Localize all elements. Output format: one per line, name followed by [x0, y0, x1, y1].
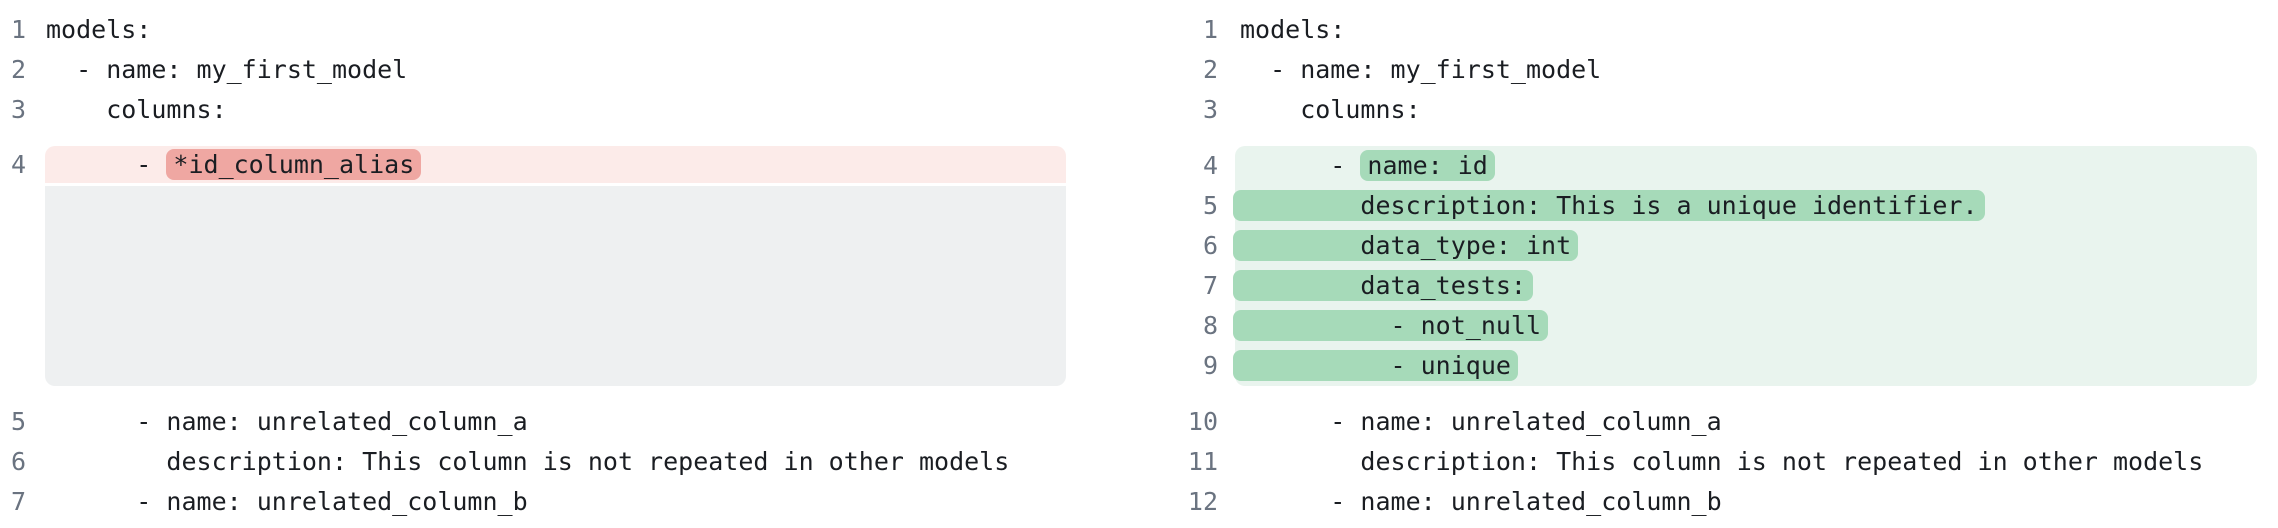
code-line: 6 description: This column is not repeat…	[0, 442, 1139, 482]
line-number: 1	[10, 15, 26, 44]
line-number: 2	[10, 55, 26, 84]
line-number: 7	[10, 487, 26, 516]
code-line: 1 models:	[1139, 10, 2278, 50]
code-text-prefix: -	[1240, 151, 1361, 180]
line-number: 1	[1202, 15, 1218, 44]
line-number: 2	[1202, 55, 1218, 84]
diff-panel-after: 1 models: 2 - name: my_first_model 3 colu…	[1139, 0, 2278, 522]
diff-removed-line: 4 - *id_column_alias	[0, 146, 1139, 183]
diff-added-line: 4 - name: id	[1139, 146, 2278, 186]
code-line: 3 columns:	[1139, 90, 2278, 130]
code-line: 3 columns:	[0, 90, 1139, 130]
collapsed-filler-block	[45, 186, 1066, 386]
diff-added-line: 6 data_type: int	[1139, 226, 2278, 266]
diff-added-line: 8 - not_null	[1139, 306, 2278, 346]
added-hunk: 4 - name: id 5 description: This is a un…	[1139, 146, 2278, 386]
code-line: 12 - name: unrelated_column_b	[1139, 482, 2278, 522]
code-text: - not_null	[1233, 306, 2257, 346]
diff-added-line: 5 description: This is a unique identifi…	[1139, 186, 2278, 226]
added-token: data_type: int	[1233, 230, 1579, 261]
code-text-prefix: -	[46, 150, 167, 179]
diff-added-line: 7 data_tests:	[1139, 266, 2278, 306]
added-token: name: id	[1360, 150, 1495, 181]
code-line: 10 - name: unrelated_column_a	[1139, 402, 2278, 442]
code-text: - name: unrelated_column_a	[1240, 407, 1722, 436]
code-line: 1 models:	[0, 10, 1139, 50]
code-text: columns:	[46, 95, 227, 124]
diff-added-line: 9 - unique	[1139, 346, 2278, 386]
line-number: 6	[10, 447, 26, 476]
code-text: data_tests:	[1233, 266, 2257, 306]
code-text: models:	[1240, 15, 1346, 44]
added-token: description: This is a unique identifier…	[1233, 190, 1985, 221]
line-number: 8	[1202, 311, 1218, 340]
code-text: data_type: int	[1233, 226, 2257, 266]
code-line: 5 - name: unrelated_column_a	[0, 402, 1139, 442]
removed-hunk: 4 - *id_column_alias	[0, 146, 1139, 386]
line-number: 9	[1202, 351, 1218, 380]
code-text: - name: unrelated_column_b	[1240, 487, 1722, 516]
added-token: data_tests:	[1233, 270, 1533, 301]
code-text: columns:	[1240, 95, 1421, 124]
code-line: 11 description: This column is not repea…	[1139, 442, 2278, 482]
code-text: - name: unrelated_column_a	[46, 407, 528, 436]
code-line: 7 - name: unrelated_column_b	[0, 482, 1139, 522]
line-number: 4	[10, 150, 26, 179]
removed-token: *id_column_alias	[166, 149, 422, 180]
line-number: 4	[1202, 151, 1218, 180]
line-number: 5	[10, 407, 26, 436]
code-text: - name: my_first_model	[46, 55, 408, 84]
line-number: 3	[10, 95, 26, 124]
added-token: - not_null	[1233, 310, 1549, 341]
added-token: - unique	[1233, 350, 1518, 381]
line-number: 11	[1187, 447, 1218, 476]
diff-panel-before: 1 models: 2 - name: my_first_model 3 colu…	[0, 0, 1139, 522]
line-number: 12	[1187, 487, 1218, 516]
line-number: 7	[1202, 271, 1218, 300]
code-text: description: This column is not repeated…	[1240, 447, 2204, 476]
line-number: 10	[1187, 407, 1218, 436]
code-text: - unique	[1233, 346, 2257, 386]
code-line: 2 - name: my_first_model	[1139, 50, 2278, 90]
line-number: 6	[1202, 231, 1218, 260]
line-number	[0, 183, 26, 386]
collapsed-lines-placeholder	[0, 183, 1139, 386]
code-text: - *id_column_alias	[45, 146, 1066, 183]
code-text: - name: unrelated_column_b	[46, 487, 528, 516]
code-text: - name: id	[1235, 146, 2257, 186]
code-line: 2 - name: my_first_model	[0, 50, 1139, 90]
line-number: 3	[1202, 95, 1218, 124]
line-number: 5	[1202, 191, 1218, 220]
code-text: description: This is a unique identifier…	[1233, 186, 2257, 226]
code-text: models:	[46, 15, 152, 44]
code-text: - name: my_first_model	[1240, 55, 1602, 84]
code-text: description: This column is not repeated…	[46, 447, 1010, 476]
